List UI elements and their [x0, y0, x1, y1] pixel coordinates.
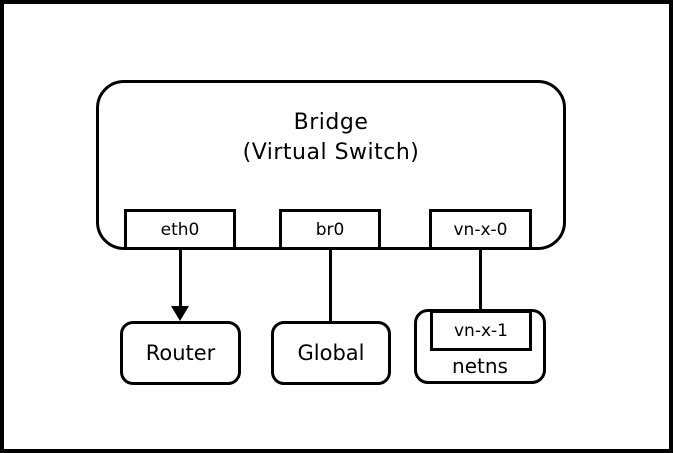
- netns-label: netns: [452, 354, 508, 378]
- port-vn-x-0: vn-x-0: [429, 209, 532, 250]
- node-global: Global: [271, 321, 391, 385]
- connector-br0-to-global: [329, 250, 332, 321]
- port-br0-label: br0: [315, 219, 345, 240]
- port-vn-x-0-label: vn-x-0: [453, 219, 508, 240]
- arrowhead-down-icon: [171, 306, 189, 321]
- port-br0: br0: [279, 209, 381, 250]
- connector-vnx0-to-vnx1: [479, 250, 482, 311]
- port-eth0: eth0: [124, 209, 236, 250]
- bridge-title-line1: Bridge: [293, 110, 369, 135]
- node-router: Router: [120, 321, 241, 385]
- bridge-title: Bridge (Virtual Switch): [96, 108, 566, 168]
- interface-vn-x-1-label: vn-x-1: [454, 320, 508, 341]
- node-router-label: Router: [145, 341, 216, 365]
- interface-vn-x-1: vn-x-1: [430, 310, 532, 351]
- node-global-label: Global: [297, 341, 365, 365]
- connector-eth0-to-router: [179, 250, 182, 307]
- port-eth0-label: eth0: [160, 219, 200, 240]
- bridge-title-line2: (Virtual Switch): [242, 140, 420, 165]
